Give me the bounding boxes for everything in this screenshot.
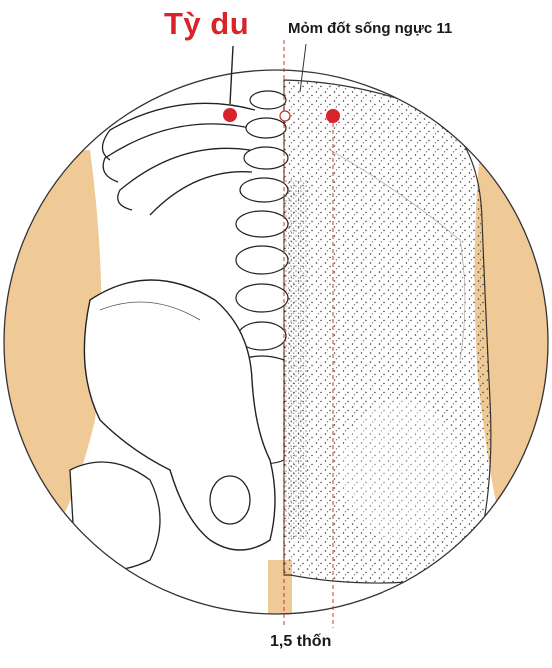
acupoint-right-dot — [326, 109, 340, 123]
acupoint-name-label: Tỳ du — [164, 6, 249, 42]
femur-head — [70, 462, 160, 570]
hip-socket — [210, 476, 250, 524]
landmark-label: Mỏm đốt sống ngực 11 — [288, 20, 452, 37]
distance-label: 1,5 thốn — [270, 633, 331, 651]
spinous-process-marker — [280, 111, 290, 121]
acupoint-left-dot — [223, 108, 237, 122]
